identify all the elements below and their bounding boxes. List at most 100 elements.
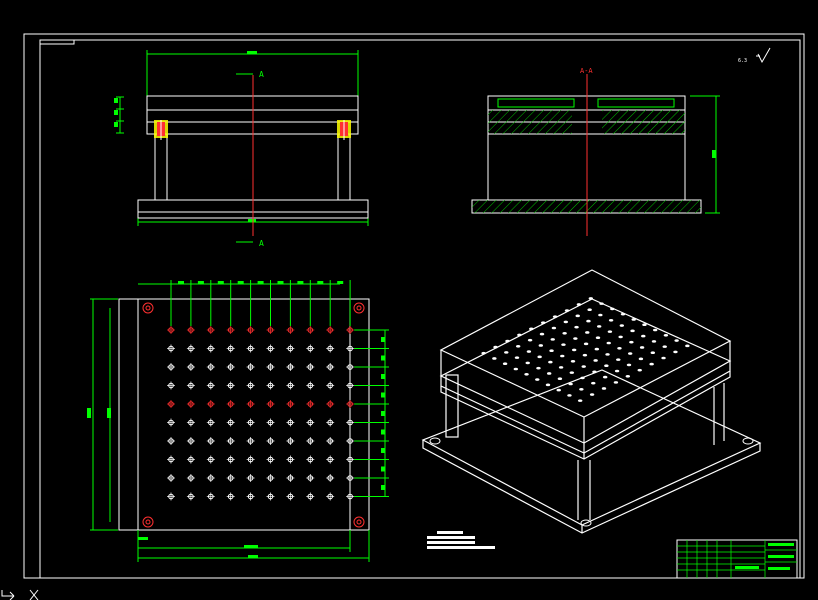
iso-hole	[564, 309, 570, 312]
plan-hole	[246, 455, 255, 464]
notes-block	[427, 531, 495, 549]
plan-hole	[286, 418, 295, 427]
plan-hole	[246, 363, 255, 371]
iso-hole	[588, 297, 594, 300]
plan-hole	[226, 344, 235, 353]
iso-hole	[514, 356, 520, 359]
iso-hole	[552, 315, 558, 318]
plan-hole	[326, 418, 335, 427]
iso-hole	[629, 340, 634, 344]
plan-hole	[206, 474, 215, 482]
iso-hole	[607, 330, 613, 333]
iso-hole	[585, 331, 590, 334]
iso-hole	[619, 324, 625, 327]
plan-hole	[306, 326, 315, 334]
iso-hole	[663, 333, 669, 337]
iso-hole	[526, 350, 532, 353]
iso-hole	[573, 337, 578, 340]
guide-bushing-right-icon	[337, 120, 351, 140]
iso-hole	[504, 351, 509, 354]
iso-hole	[583, 342, 589, 346]
iso-hole	[579, 387, 584, 391]
plan-hole	[286, 437, 295, 445]
plan-hole	[306, 474, 315, 482]
plan-hole	[167, 363, 175, 371]
plan-hole	[346, 474, 355, 482]
iso-hole	[620, 312, 626, 316]
iso-hole	[492, 357, 497, 360]
iso-hole	[592, 370, 597, 374]
iso-hole	[529, 327, 534, 331]
plan-hole	[346, 381, 355, 390]
iso-hole	[549, 349, 554, 353]
plan-hole	[326, 381, 335, 390]
plan-hole	[167, 344, 175, 353]
iso-hole	[527, 338, 533, 342]
plan-hole	[266, 363, 275, 371]
iso-hole	[586, 319, 591, 323]
iso-hole	[604, 364, 609, 368]
iso-hole	[605, 353, 610, 356]
plan-hole	[226, 400, 235, 408]
iso-hole	[587, 308, 592, 312]
plan-hole	[266, 455, 275, 464]
plan-hole	[346, 455, 355, 464]
iso-hole	[575, 314, 580, 318]
plan-hole	[167, 492, 175, 501]
plan-hole	[186, 381, 195, 390]
plan-hole	[306, 400, 315, 408]
iso-hole	[641, 334, 646, 338]
plan-hole	[306, 492, 315, 501]
iso-hole	[595, 336, 601, 340]
plan-hole	[167, 455, 175, 464]
ucs-axis-icon	[1, 589, 39, 600]
iso-hole	[598, 313, 603, 317]
iso-hole	[616, 358, 621, 361]
iso-hole	[567, 394, 572, 397]
section-view: A-A	[471, 67, 720, 236]
iso-hole	[569, 371, 575, 374]
plan-hole	[346, 418, 355, 427]
plan-hole	[186, 455, 195, 464]
plan-hole	[226, 418, 235, 427]
iso-hole	[617, 346, 622, 350]
iso-hole	[540, 321, 546, 325]
iso-hole	[571, 348, 577, 352]
plan-hole	[326, 363, 335, 371]
plan-hole	[206, 418, 215, 427]
plan-hole	[246, 418, 255, 427]
iso-hole	[661, 356, 666, 360]
iso-hole	[557, 377, 563, 381]
iso-hole	[536, 366, 541, 370]
iso-hole	[582, 353, 588, 357]
iso-hole	[637, 368, 642, 372]
iso-hole	[481, 351, 486, 355]
plan-hole	[326, 492, 335, 501]
iso-hole	[630, 329, 635, 333]
plan-hole	[286, 381, 295, 390]
iso-hole	[505, 339, 510, 343]
plan-hole	[206, 326, 215, 334]
iso-hole	[539, 332, 545, 336]
iso-hole	[614, 369, 620, 373]
plan-hole	[266, 344, 275, 353]
plan-hole	[306, 344, 315, 353]
plan-hole	[266, 418, 275, 427]
plan-hole	[326, 326, 335, 334]
front-view: A A	[114, 50, 369, 248]
plan-hole	[326, 400, 335, 408]
plan-hole	[346, 492, 355, 501]
plan-hole	[186, 437, 195, 445]
iso-hole	[548, 360, 553, 364]
plan-hole	[266, 492, 275, 501]
plan-hole	[246, 492, 255, 501]
iso-hole	[649, 362, 654, 366]
iso-hole	[626, 363, 632, 367]
iso-hole	[610, 307, 615, 311]
iso-hole	[563, 320, 569, 324]
iso-hole	[606, 341, 611, 345]
iso-hole	[662, 345, 667, 348]
plan-hole	[206, 363, 215, 371]
plan-hole	[306, 437, 315, 445]
